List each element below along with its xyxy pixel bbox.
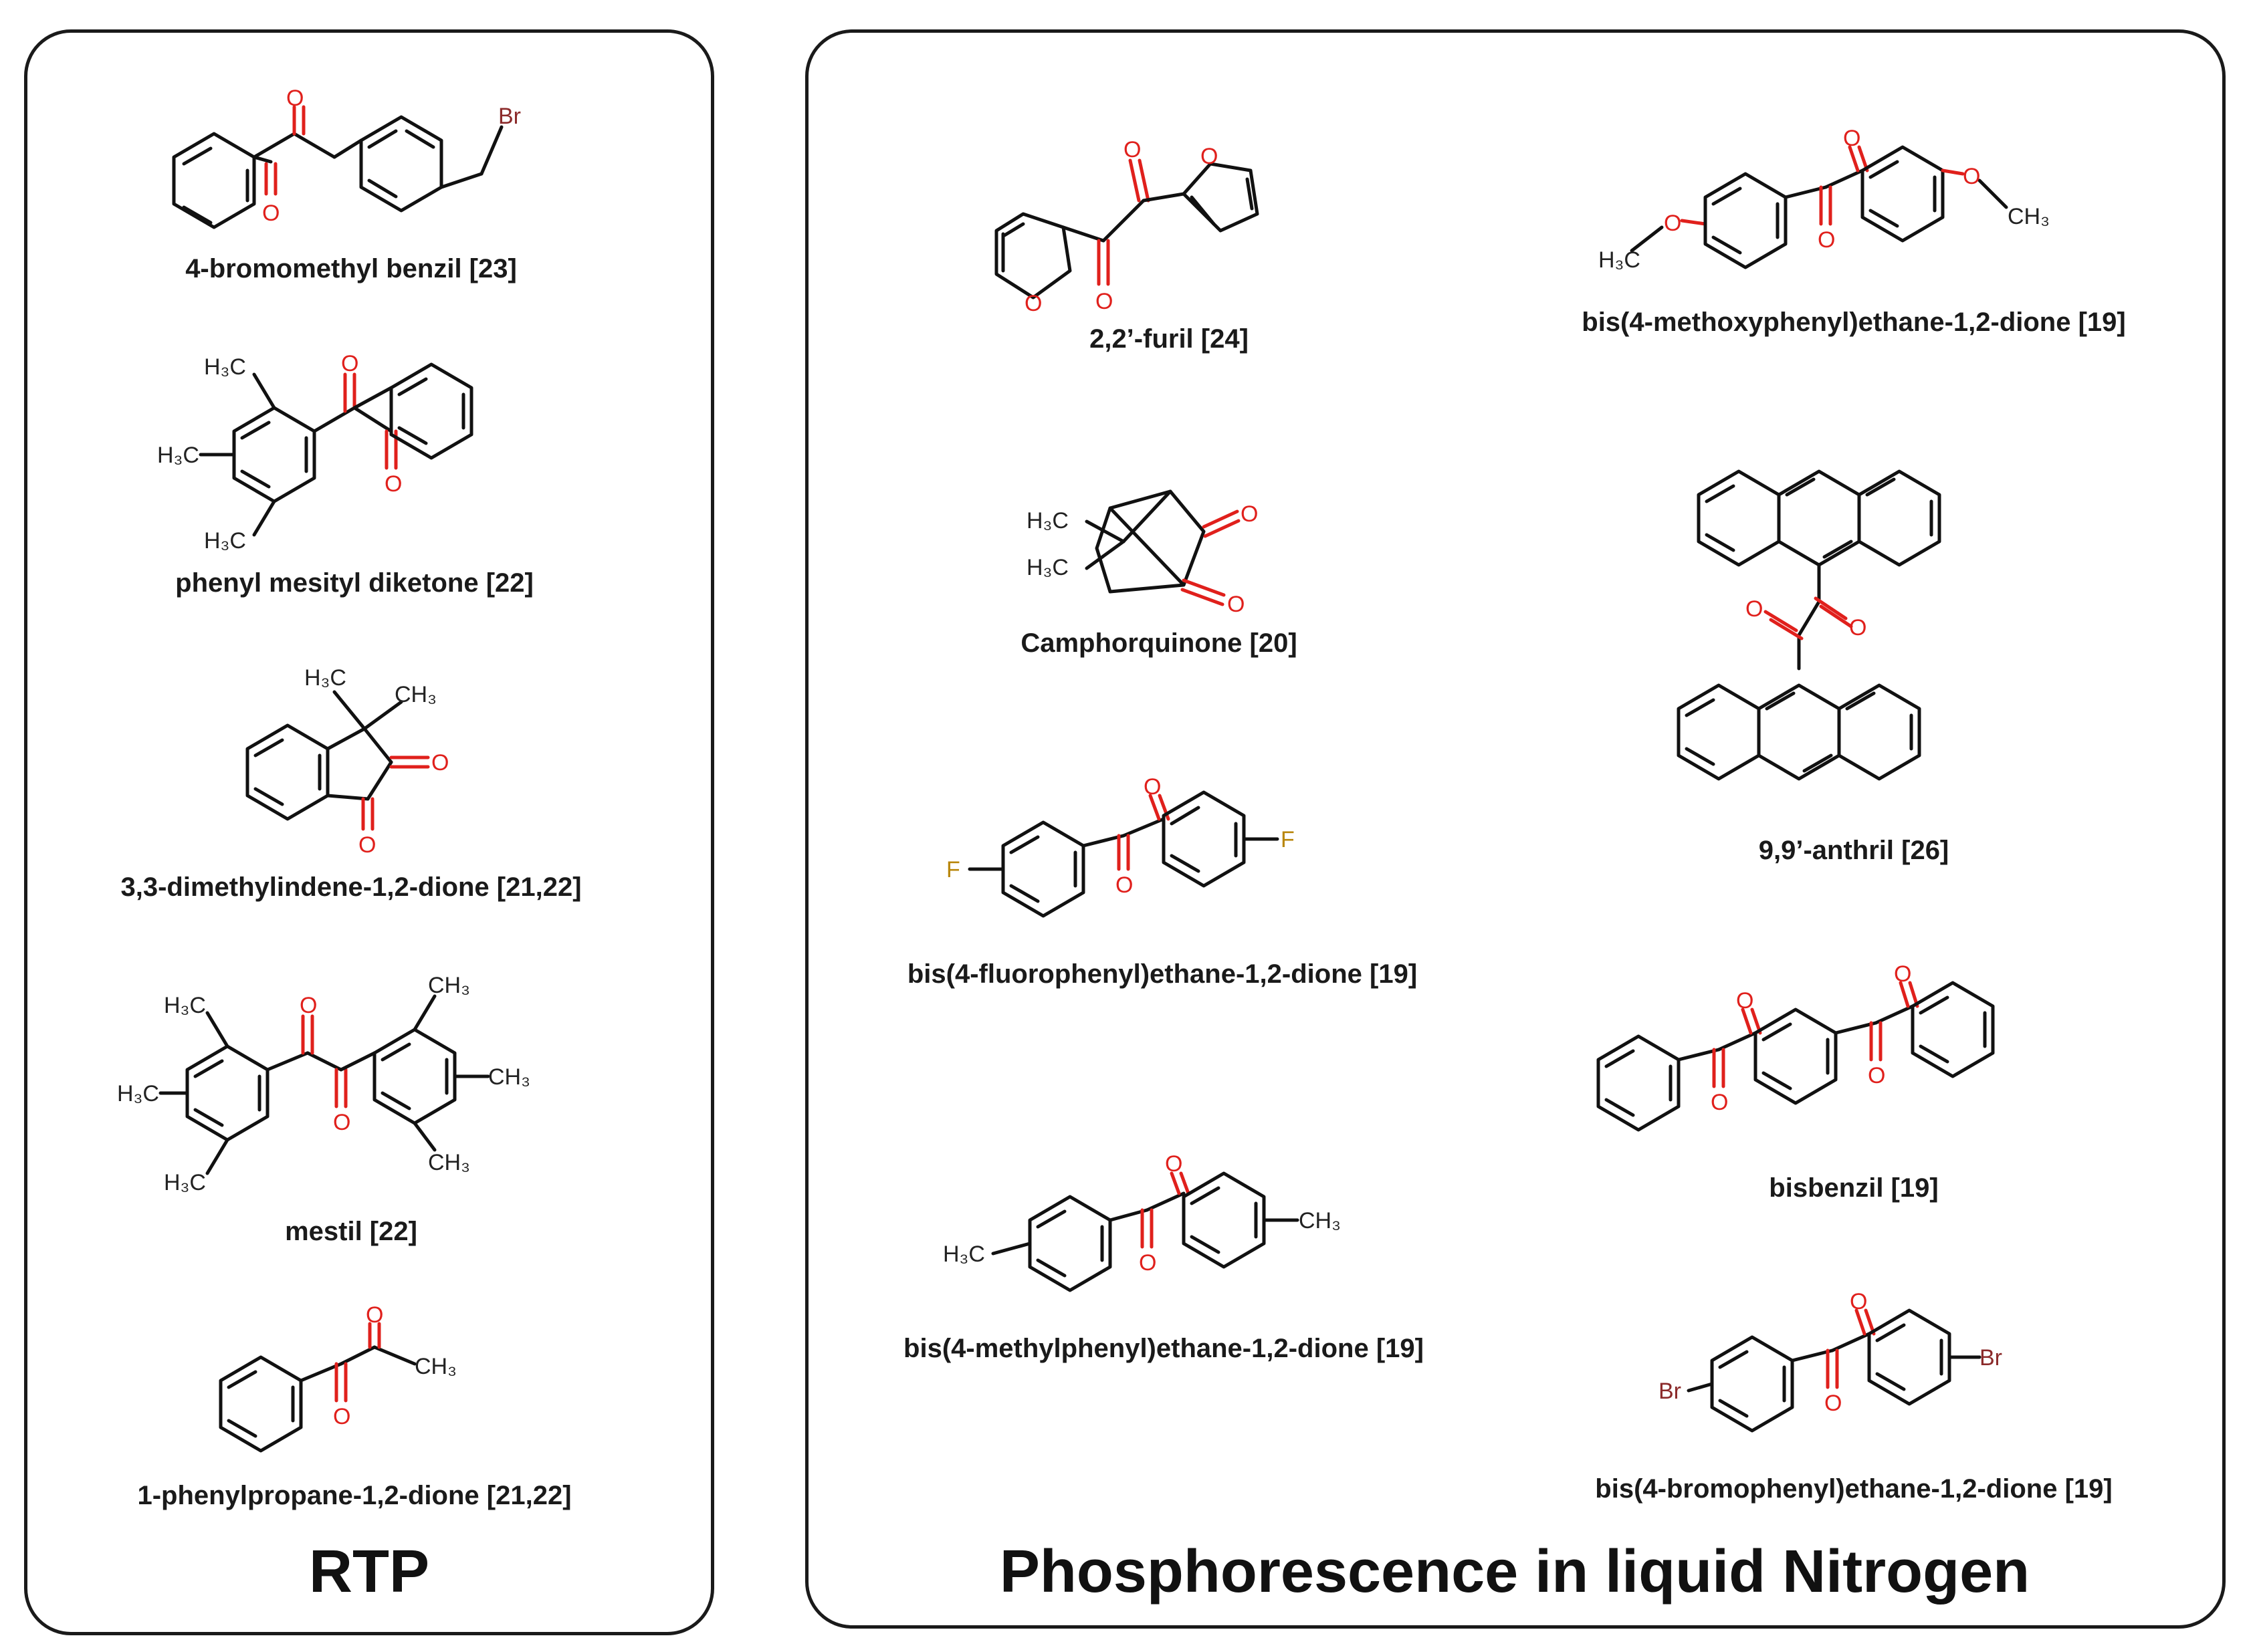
fluorine-atom: F xyxy=(946,857,960,882)
oxygen-atom: O xyxy=(1241,501,1258,527)
oxygen-atom: O xyxy=(1139,1250,1156,1276)
oxygen-atom: O xyxy=(431,750,449,776)
methyl-group: CH₃ xyxy=(415,1354,457,1379)
methyl-group: H₃C xyxy=(204,354,246,380)
compound-label: bis(4-methylphenyl)ethane-1,2-dione [19] xyxy=(903,1334,1424,1363)
methyl-group: H₃C xyxy=(157,443,199,468)
methyl-group: CH₃ xyxy=(428,973,470,998)
oxygen-atom: O xyxy=(1843,126,1860,151)
liquid-nitrogen-panel xyxy=(805,29,2226,1629)
oxygen-atom: O xyxy=(358,832,376,858)
oxygen-atom: O xyxy=(1849,615,1866,640)
structure-dimethylindenedione: H₃C CH₃ O O xyxy=(241,662,495,858)
oxygen-atom: O xyxy=(1200,144,1218,169)
methyl-group: H₃C xyxy=(304,665,346,691)
oxygen-atom: O xyxy=(1711,1090,1728,1115)
methyl-group: CH₃ xyxy=(428,1150,470,1175)
oxygen-atom: O xyxy=(1025,291,1042,316)
oxygen-atom: O xyxy=(333,1404,350,1429)
compound-label: mestil [22] xyxy=(285,1217,417,1246)
oxygen-atom: O xyxy=(1664,211,1681,236)
oxygen-atom: O xyxy=(1894,961,1911,987)
oxygen-atom: O xyxy=(1115,872,1133,898)
structure-furil: O O O O xyxy=(983,134,1304,321)
oxygen-atom: O xyxy=(262,201,280,226)
oxygen-atom: O xyxy=(1868,1063,1885,1088)
oxygen-atom: O xyxy=(333,1110,350,1135)
compound-label: 1-phenylpropane-1,2-dione [21,22] xyxy=(137,1481,572,1510)
oxygen-atom: O xyxy=(300,993,317,1018)
compound-label: 9,9’-anthril [26] xyxy=(1758,836,1949,865)
oxygen-atom: O xyxy=(1824,1391,1842,1416)
oxygen-atom: O xyxy=(385,471,402,497)
compound-label: bis(4-fluorophenyl)ethane-1,2-dione [19] xyxy=(907,959,1418,989)
structure-phenylpropanedione: O O CH₃ xyxy=(214,1302,515,1464)
structure-phenyl-mesityl-diketone: H₃C H₃C H₃C O O xyxy=(154,348,568,554)
methyl-group: H₃C xyxy=(1598,247,1640,273)
structure-bis-bromophenyl-dione: Br Br O O xyxy=(1645,1289,2100,1457)
oxygen-atom: O xyxy=(366,1302,383,1328)
oxygen-atom: O xyxy=(1095,289,1113,314)
structure-bis-fluorophenyl-dione: F F O O xyxy=(943,774,1358,943)
compound-label: bis(4-bromophenyl)ethane-1,2-dione [19] xyxy=(1595,1474,2113,1504)
fluorine-atom: F xyxy=(1281,827,1295,852)
methyl-group: H₃C xyxy=(117,1081,159,1106)
compound-label: Camphorquinone [20] xyxy=(1021,628,1297,658)
oxygen-atom: O xyxy=(1736,988,1753,1014)
oxygen-atom: O xyxy=(1165,1151,1182,1177)
compound-label: phenyl mesityl diketone [22] xyxy=(175,568,534,598)
bromine-atom: Br xyxy=(1979,1345,2002,1371)
methyl-group: H₃C xyxy=(164,993,206,1018)
methyl-group: CH₃ xyxy=(2008,204,2050,229)
structure-mestil: H₃C H₃C H₃C CH₃ CH₃ CH₃ O O xyxy=(114,969,582,1197)
oxygen-atom: O xyxy=(341,351,358,376)
oxygen-atom: O xyxy=(1963,164,1980,189)
panel-title-rtp: RTP xyxy=(309,1538,429,1605)
methyl-group: H₃C xyxy=(1027,508,1069,534)
structure-camphorquinone: H₃C H₃C O O xyxy=(1023,468,1277,617)
methyl-group: H₃C xyxy=(204,528,246,554)
structure-bisbenzil: O O O O xyxy=(1592,961,2100,1157)
methyl-group: H₃C xyxy=(943,1242,985,1267)
rtp-panel xyxy=(24,29,714,1635)
structure-4-bromomethyl-benzil: O O Br xyxy=(154,86,568,247)
compound-label: bisbenzil [19] xyxy=(1769,1173,1939,1203)
oxygen-atom: O xyxy=(1745,596,1763,622)
oxygen-atom: O xyxy=(1144,774,1161,800)
panel-title-liquid-nitrogen: Phosphorescence in liquid Nitrogen xyxy=(999,1538,2030,1605)
compound-label: 3,3-dimethylindene-1,2-dione [21,22] xyxy=(120,872,582,902)
oxygen-atom: O xyxy=(1227,592,1245,617)
oxygen-atom: O xyxy=(1850,1289,1867,1314)
structure-bis-methoxyphenyl-dione: H₃C O O CH₃ O O xyxy=(1585,126,2120,294)
compound-label: 2,2’-furil [24] xyxy=(1089,324,1249,354)
methyl-group: CH₃ xyxy=(395,682,437,707)
oxygen-atom: O xyxy=(1123,137,1141,162)
methyl-group: H₃C xyxy=(164,1170,206,1195)
bromine-atom: Br xyxy=(1658,1379,1681,1404)
oxygen-atom: O xyxy=(286,86,304,111)
methyl-group: CH₃ xyxy=(1299,1208,1341,1233)
bromine-atom: Br xyxy=(498,104,521,129)
structure-bis-methylphenyl-dione: H₃C CH₃ O O xyxy=(916,1151,1398,1324)
compound-label: 4-bromomethyl benzil [23] xyxy=(185,254,517,283)
compound-label: bis(4-methoxyphenyl)ethane-1,2-dione [19… xyxy=(1582,308,2126,337)
methyl-group: H₃C xyxy=(1027,555,1069,580)
structure-anthril: O O xyxy=(1677,441,1986,816)
methyl-group: CH₃ xyxy=(488,1064,530,1090)
oxygen-atom: O xyxy=(1818,227,1835,253)
